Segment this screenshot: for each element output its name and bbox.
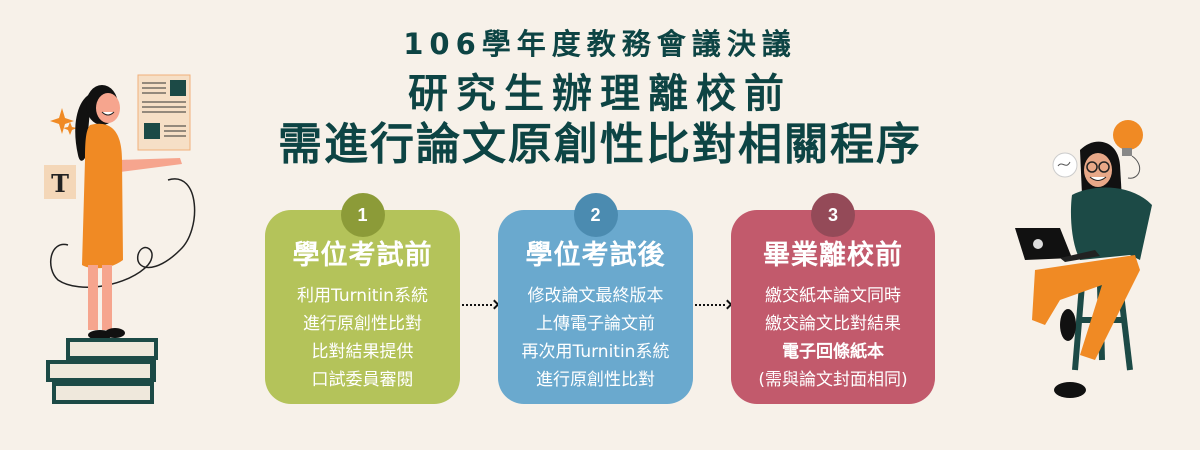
step-heading: 學位考試後 — [525, 240, 666, 271]
woman-with-laptop-on-stool-icon — [1015, 120, 1152, 398]
step-description: 利用Turnitin系統 進行原創性比對 比對結果提供 口試委員審閱 — [265, 282, 460, 394]
step-line: 口試委員審閱 — [311, 370, 414, 390]
step-description: 修改論文最終版本 上傳電子論文前 再次用Turnitin系統 進行原創性比對 — [498, 282, 693, 394]
step-number-badge: 3 — [811, 193, 855, 237]
step-description: 繳交紙本論文同時 繳交論文比對結果 電子回條紙本 (需與論文封面相同) — [731, 282, 935, 394]
step-line: 再次用Turnitin系統 — [521, 342, 670, 362]
step-heading: 學位考試前 — [292, 240, 433, 271]
step-line: (需與論文封面相同) — [758, 370, 908, 390]
arrow-right-icon — [462, 299, 500, 310]
woman-standing-on-books-icon: T — [44, 74, 196, 404]
step-card-2: 2 學位考試後 修改論文最終版本 上傳電子論文前 再次用Turnitin系統 進… — [498, 193, 693, 404]
arrow-right-icon — [695, 299, 733, 310]
step-line: 繳交論文比對結果 — [765, 314, 901, 334]
step-line: 上傳電子論文前 — [536, 314, 655, 334]
title-line-3: 需進行論文原創性比對相關程序 — [278, 119, 922, 170]
step-number-badge: 1 — [340, 193, 385, 237]
step-heading: 畢業離校前 — [763, 240, 903, 271]
step-line-emphasis: 電子回條紙本 — [782, 342, 884, 362]
step-number-badge: 2 — [573, 193, 618, 237]
step-line: 繳交紙本論文同時 — [765, 286, 901, 306]
step-card-3: 3 畢業離校前 繳交紙本論文同時 繳交論文比對結果 電子回條紙本 (需與論文封面… — [731, 193, 935, 404]
step-line: 進行原創性比對 — [536, 370, 655, 390]
step-line: 修改論文最終版本 — [527, 286, 664, 306]
step-line: 進行原創性比對 — [303, 314, 422, 334]
step-line: 比對結果提供 — [311, 342, 414, 362]
svg-text:T: T — [51, 169, 69, 198]
step-card-1: 1 學位考試前 利用Turnitin系統 進行原創性比對 比對結果提供 口試委員… — [265, 193, 460, 404]
title-line-2: 研究生辦理離校前 — [408, 71, 792, 117]
title-line-1: 106學年度教務會議決議 — [403, 27, 797, 61]
step-line: 利用Turnitin系統 — [297, 286, 428, 306]
